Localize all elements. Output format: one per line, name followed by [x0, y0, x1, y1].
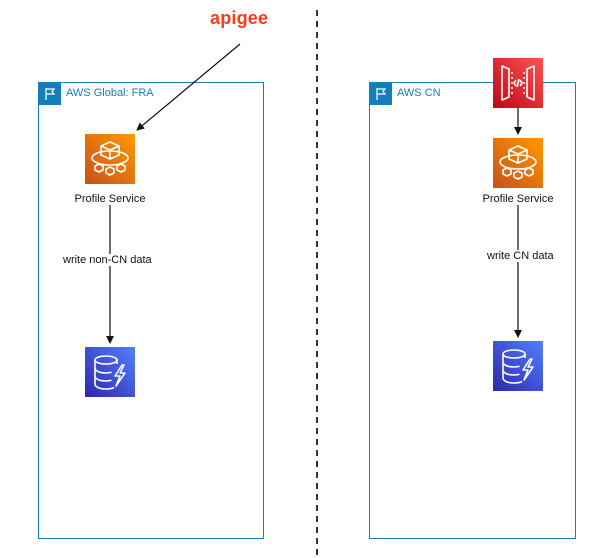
region-divider: [316, 10, 318, 558]
apigee-logo: apigee: [210, 8, 269, 28]
edge-label: write non-CN data: [62, 254, 153, 266]
api-gateway-icon: [493, 58, 543, 108]
flag-icon: [39, 83, 61, 105]
edge-label: write CN data: [486, 250, 555, 262]
dynamodb-icon: [493, 341, 543, 391]
dynamodb-icon: [85, 347, 135, 397]
fargate-service-icon: [493, 138, 543, 188]
service-label: Profile Service: [482, 193, 554, 205]
service-label: Profile Service: [74, 193, 146, 205]
region-title: AWS CN: [397, 87, 441, 99]
region-title: AWS Global: FRA: [66, 87, 154, 99]
flag-icon: [370, 83, 392, 105]
region-aws-global-fra: AWS Global: FRA: [38, 82, 264, 539]
fargate-service-icon: [85, 134, 135, 184]
apigee-to-profile-arrow: [136, 43, 241, 131]
